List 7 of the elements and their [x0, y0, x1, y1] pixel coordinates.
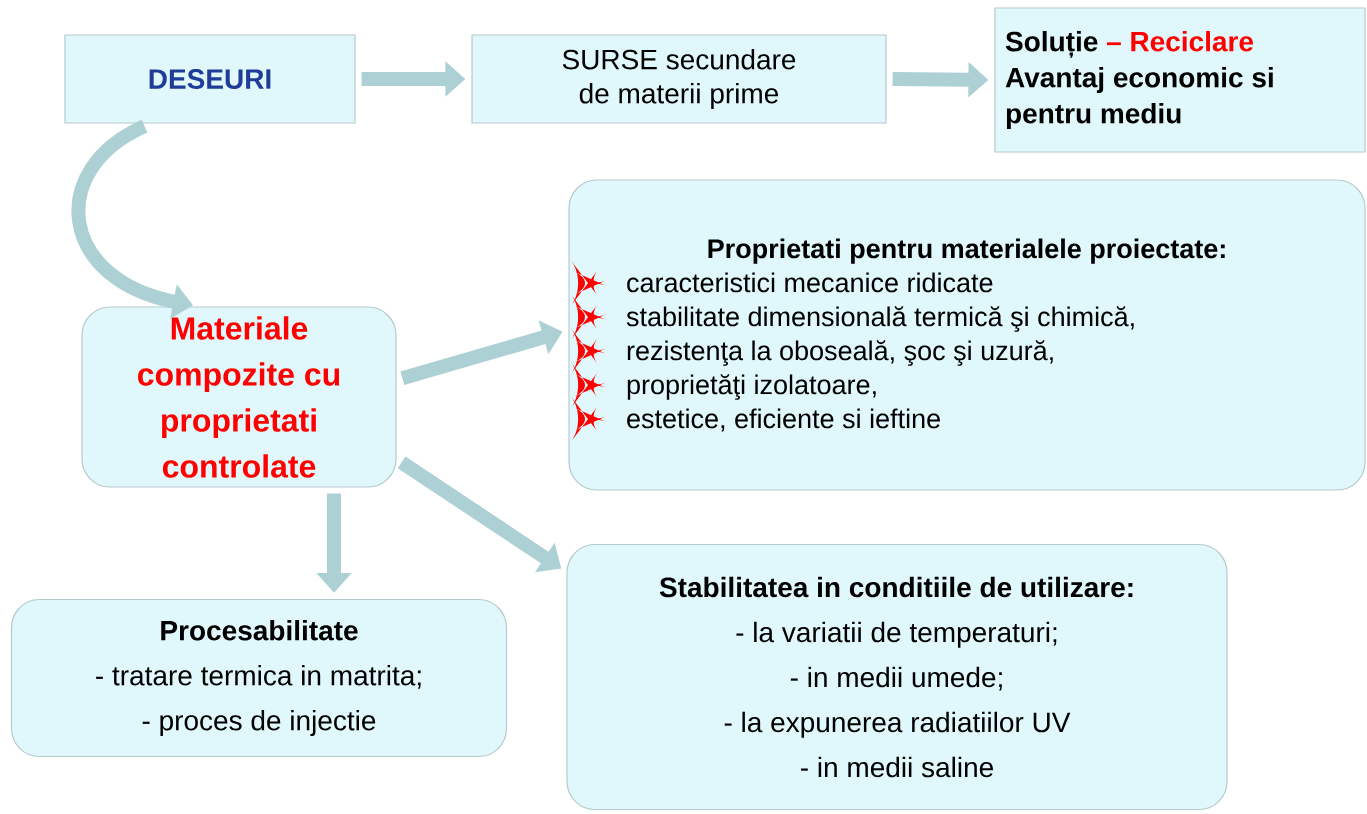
text-box: DESEURI	[64, 34, 356, 124]
rounded-box: Proprietati pentru materialele proiectate: caracteristici mecanice ridicate stabilitate dimensională termică şi chimică, rezistenţa la oboseală, şoc şi uzură, proprietăţi izolatoare, estetice, eficiente si ieftine	[568, 179, 1366, 491]
rounded-box: Materiale compozite cu proprietati controlate	[81, 306, 397, 488]
text-box: SURSE secundare de materii prime	[471, 34, 887, 124]
text-box: Soluție – Reciclare Avantaj economic si pentru mediu	[994, 7, 1366, 153]
rounded-box: Stabilitatea in conditiile de utilizare: - la variatii de temperaturi; - in medii umede; - la expunerea radiatiilor UV - in medii saline	[566, 543, 1228, 811]
rounded-box: Procesabilitate - tratare termica in matrita; - proces de injectie	[10, 598, 508, 758]
